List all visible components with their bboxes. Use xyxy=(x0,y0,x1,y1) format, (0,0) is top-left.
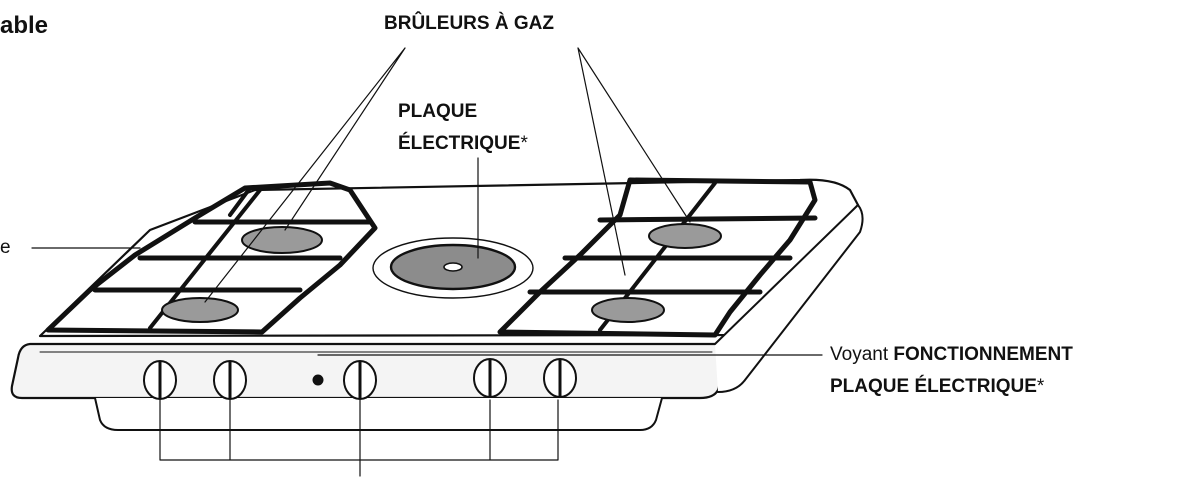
page-heading: able xyxy=(0,12,49,39)
knob-1 xyxy=(143,360,177,400)
knob-4 xyxy=(473,358,507,398)
gas-burners-label: BRÛLEURS À GAZ xyxy=(384,13,554,34)
burner-right-front xyxy=(591,297,665,323)
indicator-light-label: Voyant FONCTIONNEMENT PLAQUE ÉLECTRIQUE* xyxy=(830,339,1073,403)
cooktop-underside xyxy=(94,397,663,431)
knob-5 xyxy=(543,358,577,398)
burner-left-front xyxy=(161,297,239,323)
electric-plate-ring xyxy=(372,237,534,299)
indicator-bold-line1: FONCTIONNEMENT xyxy=(893,344,1073,365)
leader-gas-left xyxy=(204,47,406,303)
indicator-label-line2: PLAQUE ÉLECTRIQUE* xyxy=(830,371,1073,403)
electric-plate-label: PLAQUE ÉLECTRIQUE* xyxy=(398,96,528,160)
knob-2 xyxy=(213,360,247,400)
electric-plate-label-line1: PLAQUE xyxy=(398,101,478,122)
indicator-asterisk: * xyxy=(1036,376,1045,397)
side-label: e xyxy=(0,237,11,258)
leader-knobs xyxy=(159,399,559,477)
burner-right-rear xyxy=(648,223,722,249)
left-grate xyxy=(45,180,378,335)
control-panel-right-side xyxy=(714,204,864,393)
indicator-bold-line2: PLAQUE ÉLECTRIQUE xyxy=(830,376,1037,397)
indicator-prefix: Voyant xyxy=(830,344,889,365)
indicator-label-line1: Voyant FONCTIONNEMENT xyxy=(830,339,1073,371)
electric-plate-label-line2: ÉLECTRIQUE* xyxy=(398,128,528,160)
electric-plate-center xyxy=(443,262,463,272)
burner-left-rear xyxy=(241,226,323,254)
knob-3 xyxy=(343,360,377,400)
leader-gas-right xyxy=(577,47,691,276)
knobs xyxy=(143,358,577,400)
indicator-light xyxy=(312,374,324,386)
electric-plate-label-text: ÉLECTRIQUE xyxy=(398,133,521,154)
leader-lines xyxy=(31,47,823,477)
electric-plate-asterisk: * xyxy=(520,133,528,154)
